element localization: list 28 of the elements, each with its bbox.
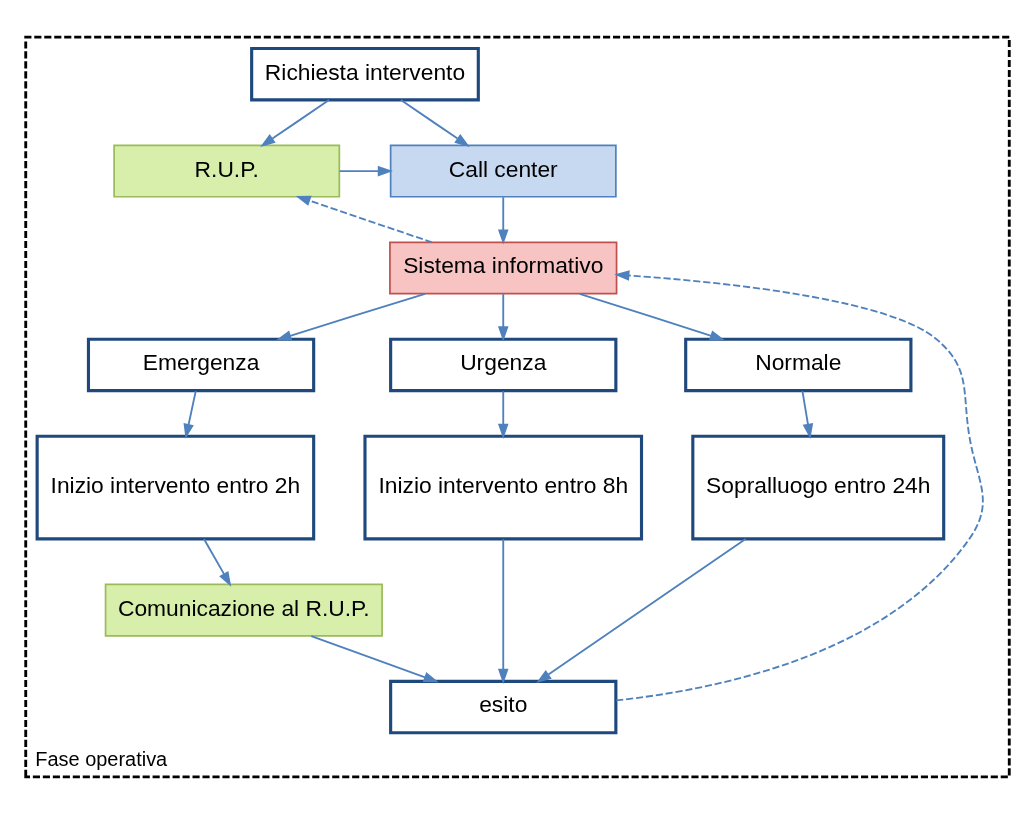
node-box: Emergenza <box>86 337 316 392</box>
node-box: Sistema informativo <box>389 241 618 295</box>
arrow <box>183 389 197 439</box>
arrow <box>578 292 725 341</box>
node-box: Normale <box>684 337 913 392</box>
arrow <box>276 292 426 341</box>
arrow <box>497 537 509 684</box>
node-box: Sopralluogo entro 24h <box>691 434 946 540</box>
node-box: esito <box>389 679 618 734</box>
node-box: Inizio intervento entro 8h <box>363 434 644 540</box>
arrow <box>295 195 433 243</box>
arrow <box>614 269 984 701</box>
arrow <box>400 98 470 147</box>
node-box: Richiesta intervento <box>250 46 480 101</box>
arrow <box>338 165 393 176</box>
arrow <box>497 292 509 341</box>
arrow <box>536 537 747 683</box>
arrow <box>497 195 509 244</box>
node-box: Urgenza <box>389 337 618 392</box>
arrow <box>801 389 814 439</box>
arrow <box>310 634 439 682</box>
node-box: Inizio intervento entro 2h <box>35 434 316 540</box>
arrow <box>203 537 232 587</box>
node-box: Comunicazione al R.U.P. <box>104 583 383 637</box>
node-box: R.U.P. <box>113 144 341 198</box>
arrow <box>497 389 509 439</box>
node-box: Call center <box>389 144 617 198</box>
arrow <box>260 98 330 147</box>
